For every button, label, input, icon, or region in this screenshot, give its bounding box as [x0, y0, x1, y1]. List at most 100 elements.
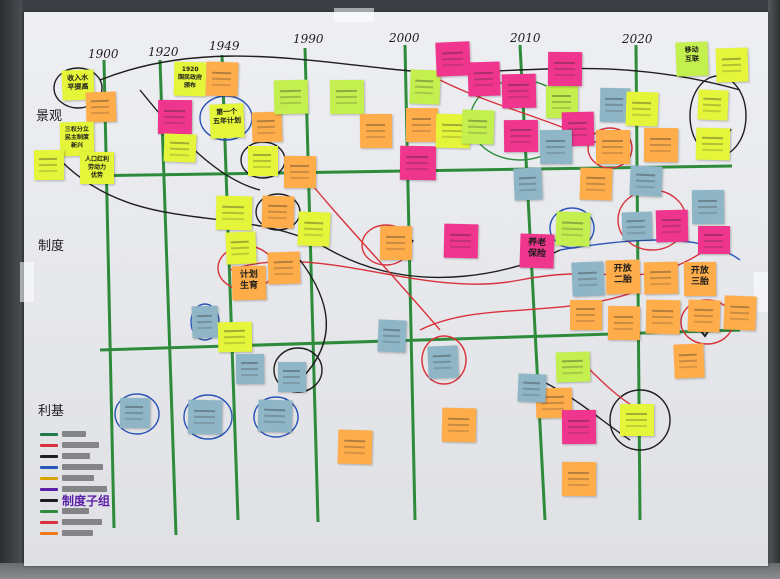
sticky-note	[85, 91, 117, 123]
sticky-note: 第一个 五年计划	[209, 103, 245, 139]
legend-scribble	[62, 442, 99, 448]
legend-scribble	[62, 519, 102, 525]
sticky-note	[248, 146, 278, 176]
sticky-note	[359, 113, 393, 149]
sticky-note: 开放 三胎	[683, 261, 717, 297]
sticky-note	[435, 41, 471, 77]
sticky-note	[187, 399, 223, 435]
sticky-note	[467, 61, 501, 97]
sticky-note	[579, 167, 613, 201]
sticky-note	[257, 399, 293, 433]
sticky-note	[643, 261, 679, 295]
sticky-note	[697, 89, 729, 121]
ink-curve	[299, 169, 441, 331]
sticky-note	[273, 79, 309, 115]
sticky-note	[607, 305, 641, 341]
year-label-1990: 1990	[293, 32, 324, 46]
ink-curve	[59, 159, 561, 278]
year-label-1920: 1920	[148, 45, 179, 59]
sticky-note	[337, 429, 373, 465]
sticky-note	[443, 223, 479, 259]
year-label-2020: 2020	[622, 32, 653, 46]
sticky-note	[406, 108, 438, 142]
sticky-note	[119, 397, 151, 429]
sticky-note	[377, 319, 407, 353]
legend-swatch	[40, 521, 58, 524]
legend-swatch	[40, 510, 58, 513]
sticky-note	[217, 321, 253, 353]
sticky-note-text: 人口红利 劳动力 优势	[84, 156, 109, 179]
sticky-note	[191, 305, 219, 339]
ink-loop	[183, 394, 233, 440]
color-legend: 制度子组	[40, 430, 120, 548]
legend-row	[40, 452, 120, 460]
sticky-note	[215, 195, 253, 231]
year-label-1949: 1949	[209, 39, 240, 53]
legend-row	[40, 518, 120, 526]
sticky-note	[517, 373, 547, 403]
legend-row	[40, 529, 120, 537]
sticky-note: 人口红利 劳动力 优势	[80, 152, 114, 184]
sticky-note	[673, 343, 705, 379]
sticky-note	[691, 189, 725, 225]
sticky-note	[547, 51, 583, 87]
ink-curve	[99, 55, 741, 91]
sticky-note	[163, 133, 197, 163]
row-label-niche: 利基	[38, 404, 65, 419]
row-label-regime: 制度	[38, 239, 65, 254]
sticky-note	[625, 91, 659, 127]
sticky-note	[261, 195, 295, 229]
sticky-note	[283, 155, 317, 189]
vertical-line-1900	[102, 59, 116, 529]
sticky-note-text: 第一个 五年计划	[212, 107, 242, 126]
ink-loop	[253, 396, 299, 438]
ink-loop	[273, 347, 323, 393]
sticky-note	[561, 409, 597, 445]
sticky-note	[643, 127, 679, 163]
legend-scribble	[62, 453, 90, 459]
sticky-note	[715, 47, 749, 83]
row-label-landscape: 景观	[36, 109, 63, 124]
legend-scribble	[62, 530, 93, 536]
tape-strip	[754, 272, 768, 312]
vertical-line-1920	[158, 59, 178, 536]
ink-curve	[139, 89, 261, 191]
sticky-note	[427, 345, 459, 379]
legend-scribble	[62, 486, 107, 492]
legend-swatch	[40, 499, 58, 502]
sticky-note-text: 三权分立 民主制度 新兴	[64, 125, 90, 150]
sticky-note	[379, 225, 413, 261]
sticky-note	[503, 119, 539, 153]
legend-swatch	[40, 488, 58, 491]
sticky-note-text: 养老 保险	[527, 237, 547, 260]
sticky-note	[461, 109, 495, 145]
legend-swatch	[40, 433, 58, 436]
wall-right	[768, 0, 780, 579]
sticky-note	[687, 299, 721, 333]
sticky-note	[33, 149, 65, 181]
sticky-note	[629, 165, 663, 197]
sticky-note	[297, 211, 331, 247]
tape-strip	[20, 262, 34, 302]
sticky-note	[441, 407, 477, 443]
legend-row	[40, 474, 120, 482]
ink-curve	[419, 289, 641, 331]
vertical-line-1990	[303, 47, 320, 523]
tape-strip	[334, 8, 374, 22]
legend-swatch	[40, 477, 58, 480]
sticky-note	[620, 404, 654, 436]
sticky-note	[555, 351, 591, 383]
sticky-note	[723, 295, 757, 331]
ink-loop	[53, 67, 103, 109]
sticky-note	[645, 299, 681, 335]
sticky-note	[329, 79, 365, 115]
legend-swatch	[40, 455, 58, 458]
sticky-note	[555, 211, 591, 247]
legend-scribble	[62, 464, 103, 470]
year-label-2010: 2010	[510, 31, 541, 45]
wall-left	[0, 0, 22, 579]
legend-row	[40, 441, 120, 449]
ink-loop	[114, 393, 160, 435]
sticky-note: 开放 二胎	[605, 259, 641, 295]
